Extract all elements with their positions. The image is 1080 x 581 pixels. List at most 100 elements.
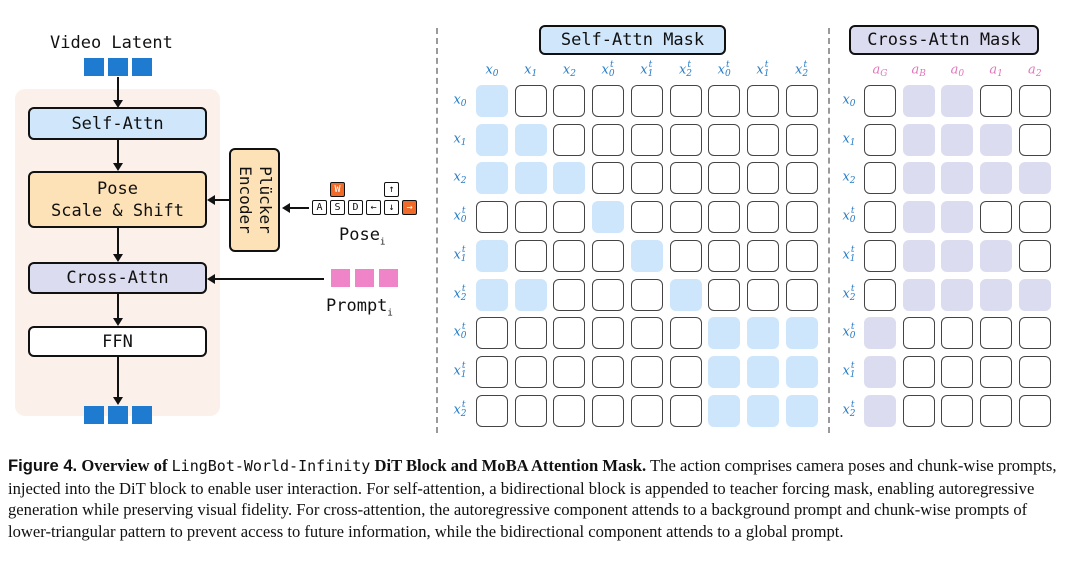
self-attn-mask-cell (553, 317, 586, 350)
self-attn-mask-cell (476, 201, 508, 234)
caption-title-post: DiT Block and MoBA Attention Mask. (374, 456, 647, 475)
cross-attn-mask-cell (941, 394, 974, 427)
cross-attn-mask-cell (864, 394, 896, 427)
cross-attn-block: Cross-Attn (28, 262, 207, 294)
self-attn-mask-cell (476, 123, 508, 156)
cross-attn-mask-cell (980, 278, 1013, 311)
self-attn-mask-cell (592, 278, 625, 311)
key-a: A (312, 200, 327, 215)
self-attn-mask-cell (708, 239, 741, 272)
self-attn-mask-cell (476, 317, 508, 350)
self-attn-mask-cell (514, 123, 547, 156)
cross-attn-mask-cell (941, 162, 974, 195)
cross-attn-mask-cell (902, 394, 935, 427)
cross-attn-mask-cell (941, 201, 974, 234)
self-attn-mask-cell (669, 123, 702, 156)
latent-token (84, 406, 104, 424)
self-attn-mask-cell (553, 278, 586, 311)
divider-dashed (436, 28, 438, 433)
cross-attn-mask-cell (864, 317, 896, 350)
arrow-head (113, 100, 123, 108)
self-attn-mask-cell (592, 355, 625, 388)
self-attn-mask-cell (476, 394, 508, 427)
self-attn-mask-cell (785, 239, 818, 272)
latent-token (108, 58, 128, 76)
self-attn-mask-cell (553, 355, 586, 388)
cross-attn-mask-cell (1018, 394, 1051, 427)
arrow-head (282, 203, 290, 213)
cross-attn-mask-cell (1018, 317, 1051, 350)
self-attn-mask-cell (476, 239, 508, 272)
pose-label-sub: i (379, 237, 386, 248)
key-down: ↓ (384, 200, 399, 215)
arrow-head (207, 274, 215, 284)
self-attn-mask-cell (514, 85, 547, 117)
key-left: ← (366, 200, 381, 215)
cross-attn-mask-cell (1018, 162, 1051, 195)
self-attn-mask-cell (553, 201, 586, 234)
cross-attn-mask-cell (864, 239, 896, 272)
self-attn-mask-cell (592, 394, 625, 427)
cross-attn-mask-cell (864, 355, 896, 388)
self-attn-mask-cell (785, 162, 818, 195)
arrow-head (113, 318, 123, 326)
cross-attn-mask-cell (980, 239, 1013, 272)
self-attn-mask-cell (592, 162, 625, 195)
self-attn-mask-cell (785, 201, 818, 234)
cross-attn-mask-cell (941, 278, 974, 311)
cross-attn-mask-cell (980, 355, 1013, 388)
self-attn-mask-cell (669, 317, 702, 350)
self-attn-mask-cell (592, 317, 625, 350)
plucker-encoder-block: Plücker Encoder (229, 148, 280, 252)
self-attn-mask-cell (630, 239, 663, 272)
cross-attn-mask-cell (980, 317, 1013, 350)
self-attn-mask-cell (708, 201, 741, 234)
cross-attn-mask-cell (1018, 239, 1051, 272)
connector-line (214, 199, 229, 201)
key-w: W (330, 182, 345, 197)
arrow-head (207, 195, 215, 205)
self-attn-mask-cell (630, 394, 663, 427)
self-attn-mask-cell (476, 162, 508, 195)
self-attn-mask-cell (669, 239, 702, 272)
cross-attn-mask-cell (902, 201, 935, 234)
self-attn-mask-cell (785, 85, 818, 117)
cross-attn-mask-cell (902, 278, 935, 311)
self-attn-mask-cell (514, 278, 547, 311)
self-attn-mask-cell (785, 278, 818, 311)
cross-attn-mask-cell (1018, 123, 1051, 156)
self-attn-mask-cell (553, 239, 586, 272)
plucker-encoder-label: Plücker Encoder (235, 166, 275, 234)
key-d: D (348, 200, 363, 215)
self-attn-mask-cell (669, 162, 702, 195)
connector-line (117, 357, 119, 397)
cross-attn-mask-cell (980, 162, 1013, 195)
arrow-head (113, 163, 123, 171)
self-attn-mask-cell (746, 355, 779, 388)
self-attn-mask-cell (592, 201, 625, 234)
connector-line (117, 77, 119, 102)
self-attn-mask-cell (746, 201, 779, 234)
pose-label: Posei (339, 225, 385, 247)
cross-attn-mask-cell (941, 317, 974, 350)
cross-attn-mask-cell (902, 317, 935, 350)
self-attn-mask-cell (592, 239, 625, 272)
self-attn-mask-cell (708, 123, 741, 156)
self-attn-mask-cell (514, 201, 547, 234)
self-attn-mask-cell (746, 317, 779, 350)
self-attn-mask-cell (553, 162, 586, 195)
